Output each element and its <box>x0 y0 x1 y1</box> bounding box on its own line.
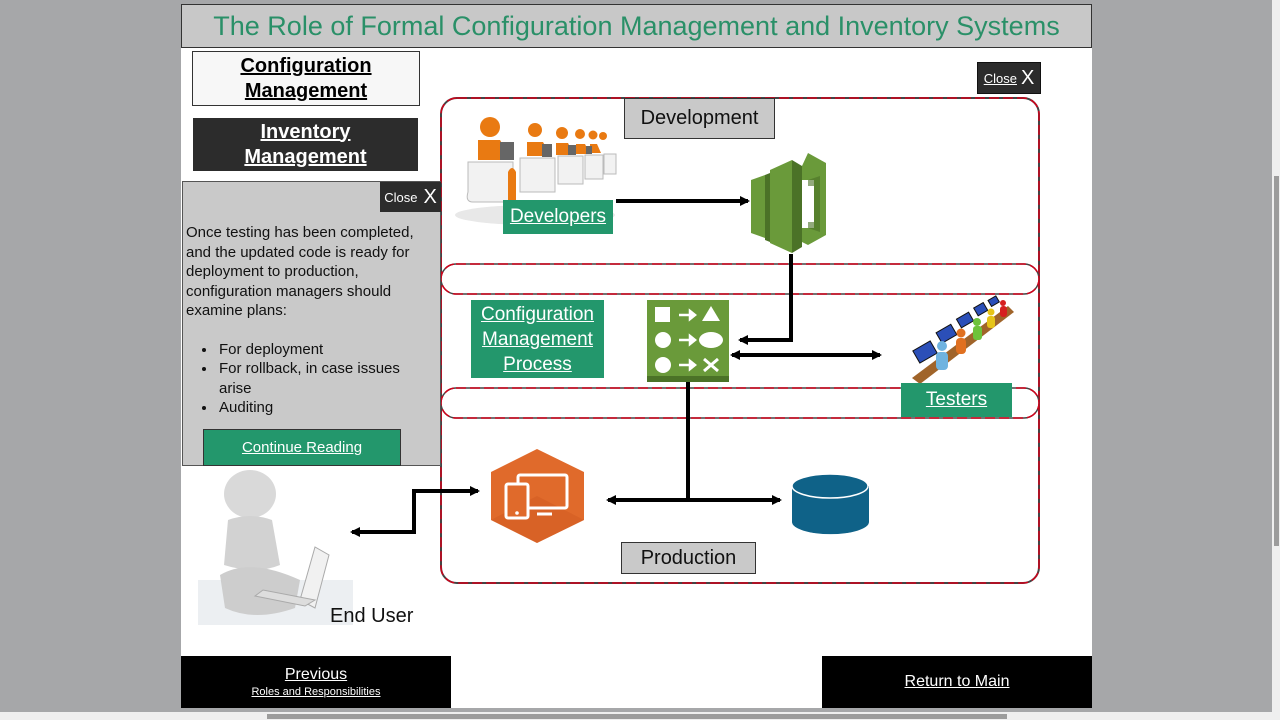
close-icon: X <box>1020 66 1035 89</box>
inventory-management-label: Inventory Management <box>244 120 367 168</box>
info-bullet: Auditing <box>217 398 436 418</box>
previous-button[interactable]: Previous Roles and Responsibilities <box>181 656 451 708</box>
production-stage-label: Production <box>621 542 756 574</box>
close-icon: X <box>423 185 437 208</box>
diagram-close-label: Close <box>983 70 1017 86</box>
return-to-main-label: Return to Main <box>904 673 1010 690</box>
end-user-label: End User <box>330 605 414 627</box>
testers-link-text: Testers <box>925 389 988 410</box>
database-icon <box>791 473 869 535</box>
previous-subtitle: Roles and Responsibilities <box>251 686 381 698</box>
testers-illustration <box>912 295 1014 384</box>
info-close-label: Close <box>384 189 418 205</box>
info-bullet: For rollback, in case issues arise <box>217 359 436 398</box>
workspaces-icon <box>491 449 584 543</box>
cm-process-link[interactable]: Configuration Management Process <box>471 300 604 378</box>
return-to-main-button[interactable]: Return to Main <box>822 656 1092 708</box>
testers-link[interactable]: Testers <box>901 383 1012 417</box>
testing-production-band-dash <box>440 387 1040 419</box>
info-bullet: For deployment <box>217 340 436 360</box>
development-stage-label: Development <box>624 98 775 139</box>
developers-link-text: Developers <box>509 206 607 227</box>
info-bullet-list: For deployment For rollback, in case iss… <box>186 340 436 418</box>
inventory-management-button[interactable]: Inventory Management <box>193 118 418 171</box>
info-panel: Close X Once testing has been completed,… <box>182 181 441 466</box>
developers-link[interactable]: Developers <box>503 200 613 234</box>
code-repository-icon <box>751 153 826 253</box>
configuration-management-button[interactable]: Configuration Management <box>192 51 420 106</box>
page-title-text: The Role of Formal Configuration Managem… <box>213 10 1060 41</box>
end-user-to-workspace-arrow <box>412 486 480 530</box>
repository-to-cm-arrow <box>738 254 793 345</box>
cm-process-link-text: Configuration Management Process <box>480 303 595 375</box>
end-user-illustration <box>198 470 353 625</box>
vertical-scrollbar-thumb[interactable] <box>1274 176 1279 546</box>
previous-label: Previous <box>284 666 348 683</box>
development-testing-band-dash <box>440 263 1040 295</box>
info-panel-body: Once testing has been completed, and the… <box>186 223 436 418</box>
development-testing-band <box>440 263 1040 295</box>
continue-reading-button[interactable]: Continue Reading <box>203 429 401 466</box>
info-paragraph: Once testing has been completed, and the… <box>186 224 414 319</box>
workspace-to-end-user-arrow <box>350 510 416 537</box>
production-label-text: Production <box>640 546 737 569</box>
cm-process-icon <box>647 300 729 382</box>
info-panel-close-button[interactable]: Close X <box>380 182 441 212</box>
configuration-management-label: Configuration Management <box>240 54 372 102</box>
development-label-text: Development <box>640 107 759 129</box>
horizontal-scrollbar-thumb[interactable] <box>267 714 1007 719</box>
page-title: The Role of Formal Configuration Managem… <box>181 4 1092 48</box>
diagram-close-button[interactable]: Close X <box>977 62 1041 94</box>
